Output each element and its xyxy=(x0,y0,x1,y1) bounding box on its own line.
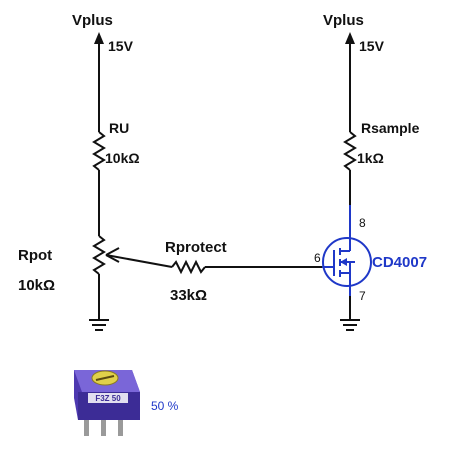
pin-drain-label: 8 xyxy=(359,216,366,230)
right-supply-label: Vplus xyxy=(323,12,364,29)
right-ground-symbol xyxy=(340,319,360,331)
transistor-name: CD4007 xyxy=(372,254,427,271)
rprotect-resistor xyxy=(171,259,206,275)
rpot-value: 10kΩ xyxy=(18,277,55,294)
protect-wire-left xyxy=(105,254,173,268)
left-supply-arrow xyxy=(94,32,104,44)
left-ground-symbol xyxy=(89,319,109,331)
pot-setting-label: 50 % xyxy=(151,399,179,413)
pin-source-label: 7 xyxy=(359,289,366,303)
ru-name: RU xyxy=(109,120,129,136)
left-supply-voltage: 15V xyxy=(108,38,134,54)
right-supply-arrow xyxy=(345,32,355,44)
rprotect-name: Rprotect xyxy=(165,239,227,256)
trimmer-pot-image[interactable] xyxy=(74,370,140,442)
rpot-name: Rpot xyxy=(18,247,52,264)
rsample-name: Rsample xyxy=(361,120,420,136)
rpot-resistor xyxy=(92,235,106,275)
rsample-value: 1kΩ xyxy=(357,150,384,166)
ru-resistor xyxy=(92,131,106,171)
pin-gate-label: 6 xyxy=(314,251,321,265)
right-supply-voltage: 15V xyxy=(359,38,385,54)
mosfet-symbol xyxy=(322,237,372,287)
left-supply-label: Vplus xyxy=(72,12,113,29)
rsample-resistor xyxy=(343,131,357,171)
pot-body-marking: F3Z 50 xyxy=(95,394,121,403)
rprotect-value: 33kΩ xyxy=(170,287,207,304)
ru-value: 10kΩ xyxy=(105,150,140,166)
